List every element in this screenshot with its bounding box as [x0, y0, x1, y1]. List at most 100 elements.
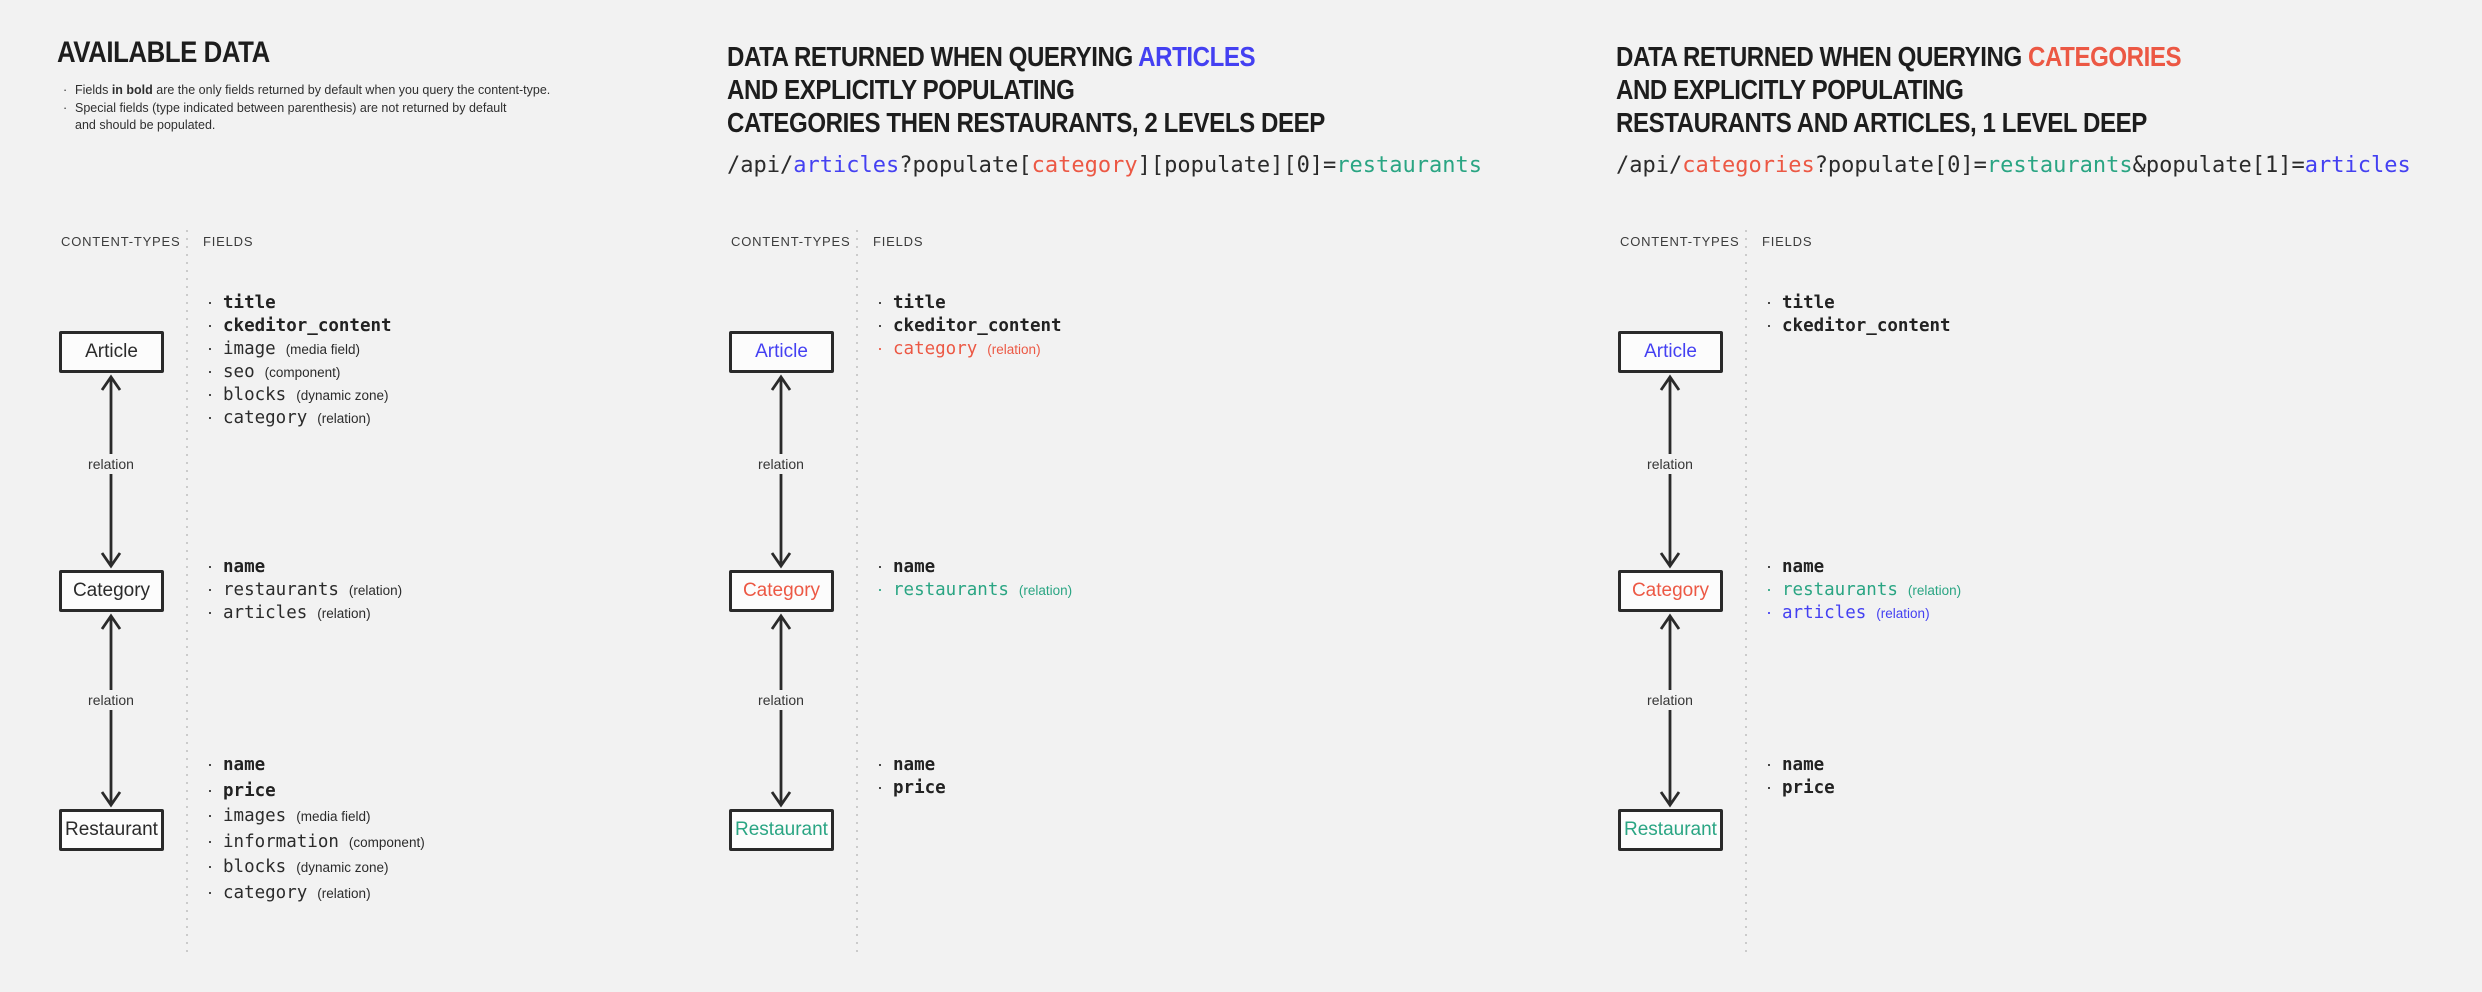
field-name: images	[223, 806, 287, 826]
url-segment: categories	[1682, 153, 1815, 178]
field-type: (relation)	[317, 411, 371, 426]
field-row: articles (relation)	[207, 602, 402, 625]
bullet-icon	[207, 602, 223, 623]
article-fields-list: title ckeditor_content image(media field…	[207, 292, 402, 430]
url-segment: ][populate][0]=	[1137, 153, 1337, 178]
fields-header: FIELDS	[203, 234, 254, 249]
article-fields-list: title ckeditor_content category (relation…	[877, 292, 1072, 361]
content-type-box-restaurant: Restaurant	[1618, 809, 1723, 851]
field-row: title	[877, 292, 1072, 315]
bullet-icon	[877, 579, 893, 600]
field-name: restaurants	[223, 580, 339, 600]
field-type: (media field)	[285, 342, 360, 357]
title-line: RESTAURANTS AND ARTICLES, 1 LEVEL DEEP	[1616, 107, 2147, 138]
page-title: DATA RETURNED WHEN QUERYING CATEGORIES A…	[1616, 40, 2182, 139]
bullet-icon	[207, 407, 223, 428]
page-title: AVAILABLE DATA	[57, 36, 270, 69]
field-row: category (relation)	[207, 407, 402, 430]
content-type-box-restaurant: Restaurant	[59, 809, 164, 851]
legend-note: and should be populated.	[75, 118, 216, 132]
bullet-icon	[207, 361, 223, 382]
field-type: (relation)	[348, 583, 403, 598]
field-name: category	[223, 408, 308, 428]
field-name: blocks	[223, 385, 287, 405]
field-type: (relation)	[317, 606, 371, 621]
relation-label: relation	[741, 690, 821, 710]
dotted-divider	[1745, 230, 1747, 958]
api-url: /api/articles?populate[category][populat…	[727, 153, 1482, 179]
field-name: articles	[223, 603, 308, 623]
bullet-icon	[207, 292, 223, 313]
field-type: (relation)	[317, 885, 371, 901]
bullet-icon	[1766, 754, 1782, 775]
bullet-icon	[207, 384, 223, 405]
bullet-icon	[207, 805, 223, 826]
field-row: articles (relation)	[1766, 602, 1961, 625]
field-row: price	[1766, 777, 1845, 800]
field-name: seo	[223, 362, 255, 382]
panel-available-data: AVAILABLE DATA Fields in bold are the on…	[57, 0, 697, 992]
content-type-box-article: Article	[729, 331, 834, 373]
field-row: seo(component)	[207, 361, 402, 384]
field-name: restaurants	[1782, 580, 1898, 600]
url-segment: /api/	[727, 153, 794, 178]
title-line: DATA RETURNED WHEN QUERYING CATEGORIES	[1616, 41, 2182, 72]
field-name: ckeditor_content	[893, 316, 1062, 336]
bullet-icon	[207, 315, 223, 336]
category-fields-list: name restaurants(relation) articles (rela…	[1766, 556, 1961, 625]
category-fields-list: name restaurants(relation)	[877, 556, 1072, 602]
url-segment: /api/	[1616, 153, 1683, 178]
url-segment: restaurants	[1336, 153, 1483, 178]
field-row: name	[1766, 556, 1961, 579]
field-name: name	[1782, 755, 1825, 775]
legend-note: Fields in bold are the only fields retur…	[57, 82, 657, 100]
bullet-icon	[207, 856, 223, 877]
field-row: title	[1766, 292, 1961, 315]
field-name: price	[223, 780, 276, 801]
title-line: CATEGORIES THEN RESTAURANTS, 2 LEVELS DE…	[727, 107, 1325, 138]
dotted-divider	[186, 230, 188, 958]
field-name: ckeditor_content	[223, 316, 392, 336]
field-row: image(media field)	[207, 338, 402, 361]
url-segment: ?populate[0]=	[1814, 153, 1987, 178]
field-row: images (media field)	[207, 805, 425, 831]
field-row: name	[207, 556, 402, 579]
field-name: name	[1782, 557, 1825, 577]
bullet-icon	[207, 338, 223, 359]
title-line: AND EXPLICITLY POPULATING	[1616, 74, 1964, 105]
field-row: price	[877, 777, 956, 800]
field-name: ckeditor_content	[1782, 316, 1951, 336]
url-segment: category	[1031, 153, 1138, 178]
bullet-icon	[1766, 602, 1782, 623]
field-type: (dynamic zone)	[296, 388, 389, 403]
bullet-icon	[877, 754, 893, 775]
field-type: (relation)	[987, 342, 1041, 357]
url-segment: articles	[2304, 153, 2411, 178]
bullet-icon	[1766, 777, 1782, 798]
field-type: (component)	[348, 834, 425, 850]
url-segment: articles	[793, 153, 900, 178]
field-name: price	[1782, 778, 1835, 798]
content-types-header: CONTENT-TYPES	[61, 234, 181, 249]
category-fields-list: name restaurants (relation) articles (rela…	[207, 556, 402, 625]
relation-label: relation	[71, 454, 151, 474]
field-row: category(relation)	[207, 882, 425, 908]
field-row: restaurants(relation)	[1766, 579, 1961, 602]
field-row: ckeditor_content	[207, 315, 402, 338]
field-name: title	[1782, 293, 1835, 313]
relation-arrow	[1659, 613, 1681, 808]
field-row: name	[877, 556, 1072, 579]
content-type-box-category: Category	[729, 570, 834, 612]
bullet-icon	[1766, 292, 1782, 313]
field-name: blocks	[223, 857, 287, 877]
field-type: (relation)	[1876, 606, 1930, 621]
field-row: category (relation)	[877, 338, 1072, 361]
title-line: AND EXPLICITLY POPULATING	[727, 74, 1075, 105]
field-name: name	[223, 557, 266, 577]
field-row: price	[207, 780, 425, 806]
relation-arrow	[100, 613, 122, 808]
field-name: articles	[1782, 603, 1867, 623]
field-name: category	[893, 339, 978, 359]
bullet-icon	[1766, 579, 1782, 600]
field-type: (media field)	[296, 809, 371, 824]
